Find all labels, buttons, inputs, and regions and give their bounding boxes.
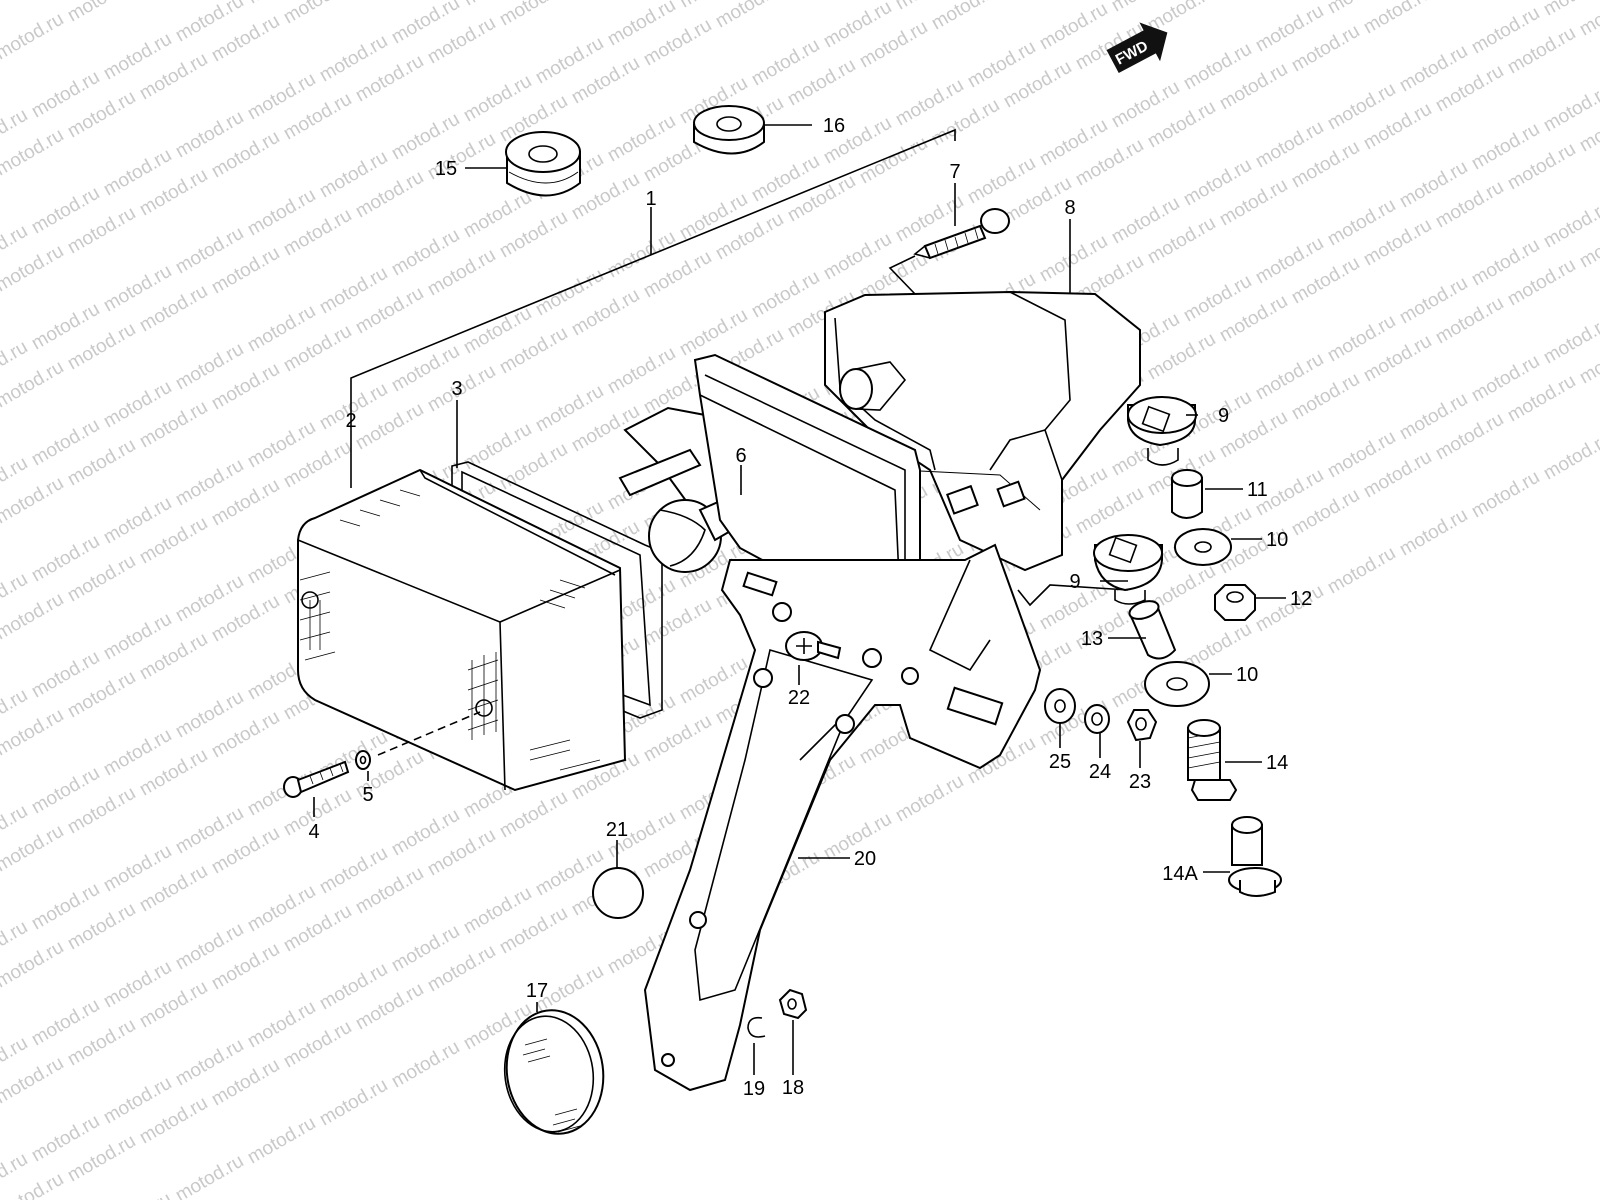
watermark-text: motod.ru <box>928 0 1003 34</box>
part-label: 4 <box>308 821 319 843</box>
part-label: 11 <box>1247 479 1268 501</box>
part-label: 25 <box>1049 751 1071 773</box>
watermark-text: motod.ru <box>0 9 67 65</box>
bolt-14A-drawing <box>1228 816 1282 897</box>
watermark-text: motod.ru <box>1324 543 1399 599</box>
screw-4-drawing <box>283 760 350 798</box>
clip-19-drawing <box>747 1016 766 1038</box>
watermark-text: motod.ru <box>1540 313 1600 369</box>
part-labels: 1 2 3 4 5 6 7 8 9 9 10 10 11 12 13 14 14… <box>308 115 1312 1100</box>
washer-10-upper-drawing <box>1174 528 1232 566</box>
part-label: 1 <box>645 188 656 210</box>
part-label: 9 <box>1069 571 1080 593</box>
plug-21-drawing <box>592 867 644 919</box>
part-label: 22 <box>788 687 810 709</box>
part-label: 10 <box>1236 664 1258 686</box>
part-label: 3 <box>451 378 462 400</box>
watermark-text: motod.ru <box>64 0 139 26</box>
watermark-text: motod.ru <box>1576 0 1600 40</box>
cover-8-drawing <box>824 290 1141 572</box>
part-label: 21 <box>606 819 628 841</box>
watermark-text: motod.ru <box>1360 0 1435 38</box>
part-label: 14A <box>1162 863 1198 885</box>
part-label: 8 <box>1064 197 1075 219</box>
grommet-16-drawing <box>693 105 765 155</box>
nut-23-drawing <box>1126 709 1158 742</box>
watermark-text: motod.ru <box>280 0 355 28</box>
part-label: 10 <box>1266 529 1288 551</box>
part-label: 24 <box>1089 761 1111 783</box>
watermark-text: motod.ru <box>1540 429 1600 485</box>
watermark-text: motod.ru <box>100 1189 175 1200</box>
part-label: 7 <box>949 161 960 183</box>
part-label: 5 <box>362 784 373 806</box>
part-label: 14 <box>1266 752 1288 774</box>
part-label: 17 <box>526 980 548 1002</box>
watermark-text: motod.ru <box>496 0 571 30</box>
part-label: 12 <box>1290 588 1312 610</box>
lockwasher-24-drawing <box>1084 704 1110 734</box>
watermark-text: motod.ru <box>388 1037 463 1093</box>
nut-18-drawing <box>778 988 808 1020</box>
spacer-13-drawing <box>1128 600 1177 660</box>
part-label: 9 <box>1218 405 1229 427</box>
washer-5-drawing <box>355 750 371 770</box>
leader-lines <box>313 124 1286 1075</box>
part-label: 20 <box>854 848 876 870</box>
reflector-17-drawing <box>503 1009 605 1135</box>
part-label: 6 <box>735 445 746 467</box>
watermark-text: motod.ru <box>892 771 967 827</box>
screw-22-drawing <box>785 631 842 661</box>
washer-10-lower-drawing <box>1144 661 1210 707</box>
part-label: 16 <box>823 115 845 137</box>
watermark-text: motod.ru <box>244 1113 319 1169</box>
spacer-11-drawing <box>1171 469 1203 519</box>
part-label: 19 <box>743 1078 765 1100</box>
part-label: 13 <box>1081 628 1103 650</box>
screw-7-drawing <box>913 208 1010 260</box>
part-label: 2 <box>345 410 356 432</box>
watermark-text: motod.ru <box>1540 197 1600 253</box>
watermark-text: motod.ru <box>316 1075 391 1131</box>
part-label: 15 <box>435 158 457 180</box>
watermark-text: motod.ru <box>172 1151 247 1200</box>
watermark-text: motod.ru <box>1468 467 1543 523</box>
watermark-text: motod.ru <box>0 0 31 6</box>
watermark-text: motod.ru <box>1396 505 1471 561</box>
grommet-15-drawing <box>505 131 581 197</box>
part-label: 18 <box>782 1077 804 1099</box>
knob-9-lower-drawing <box>1093 534 1163 605</box>
knob-9-upper-drawing <box>1127 396 1197 466</box>
lens-2-drawing <box>297 468 627 792</box>
watermark-text: motod.ru <box>712 0 787 32</box>
part-label: 23 <box>1129 771 1151 793</box>
watermark-text: motod.ru <box>1540 81 1600 137</box>
nut-12-drawing <box>1214 584 1256 621</box>
bracket-20-drawing <box>643 543 1042 1092</box>
washer-25-drawing <box>1044 688 1076 724</box>
bolt-14-drawing <box>1187 719 1238 801</box>
